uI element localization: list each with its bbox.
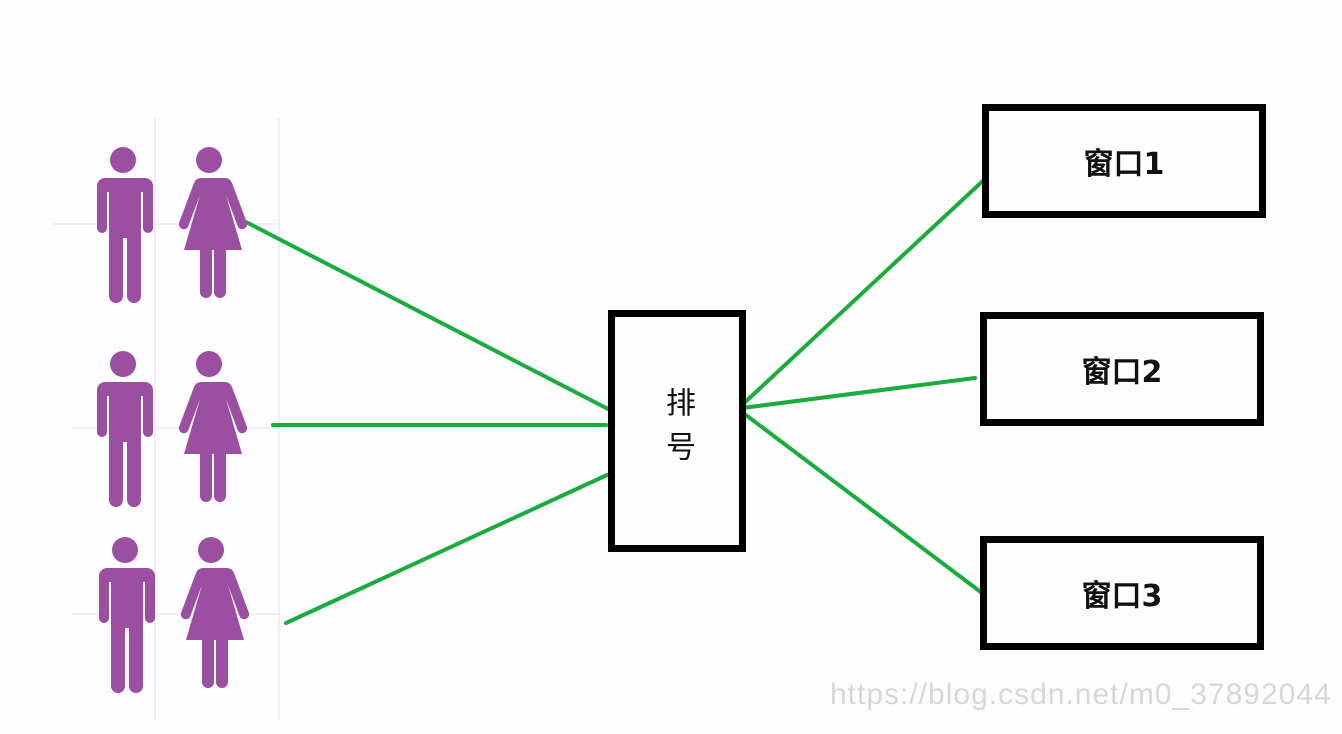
window-3-box: 窗口3 [980, 536, 1264, 650]
window-2-box: 窗口2 [980, 312, 1264, 426]
woman-icon [178, 351, 248, 502]
queue-number-box: 排号 [608, 310, 746, 552]
connector-lines [244, 176, 988, 625]
man-icon [97, 147, 153, 303]
window-2-label: 窗口2 [1081, 355, 1163, 390]
window-1-box: 窗口1 [982, 104, 1266, 218]
watermark: https://blog.csdn.net/m0_37892044 [830, 678, 1332, 711]
woman-icon [178, 147, 248, 298]
background-grid [52, 118, 280, 720]
woman-icon [180, 537, 250, 688]
queue-label: 排号 [660, 387, 695, 475]
window-3-label: 窗口3 [1081, 579, 1163, 614]
window-1-label: 窗口1 [1083, 147, 1165, 182]
man-icon [99, 537, 155, 693]
man-icon [97, 351, 153, 507]
